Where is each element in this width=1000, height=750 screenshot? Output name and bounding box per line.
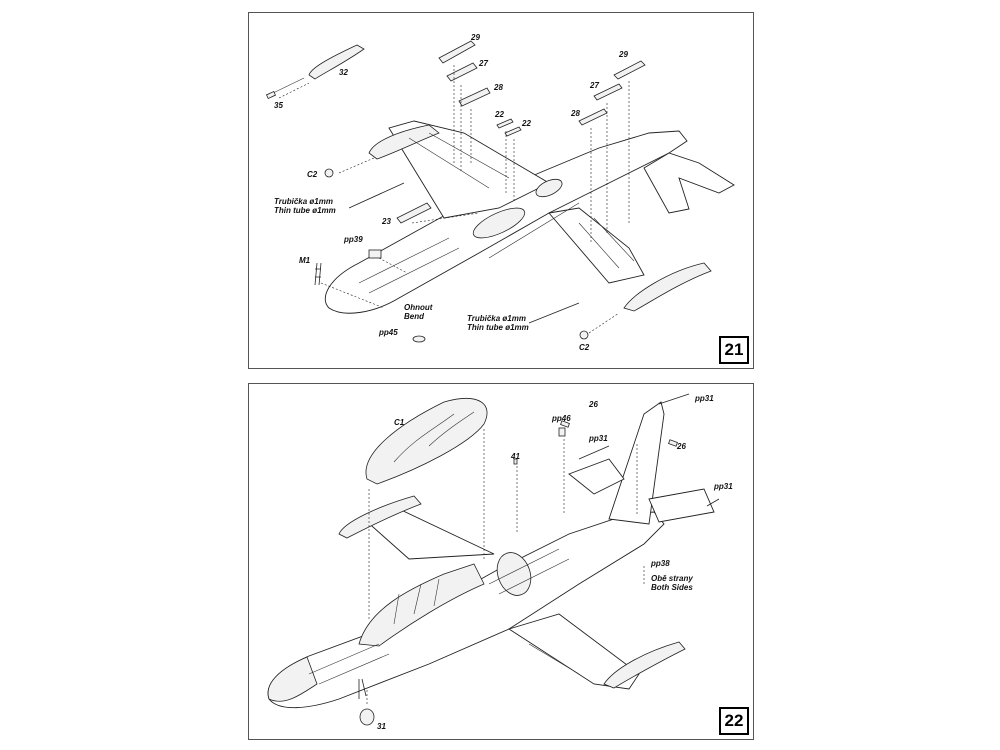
thin-tube-note-left: Trubička ø1mm Thin tube ø1mm: [274, 197, 336, 215]
part-c2-right: [579, 330, 589, 340]
part-m1: [314, 262, 322, 286]
step-21-drawing: [265, 40, 735, 343]
nose-cone: [267, 656, 318, 702]
callout-22-b: 22: [522, 119, 531, 128]
part-29-right: [613, 60, 646, 80]
part-31-wheel: [359, 708, 375, 726]
assembly-step-21-panel: 29 27 28 22 22 29 27 28 32 35 C2 C2 23 p…: [248, 12, 754, 369]
horizontal-stabilizer-right: [648, 488, 715, 523]
part-28-right: [578, 108, 608, 126]
left-tip-tank: [338, 495, 422, 539]
callout-29-right: 29: [619, 50, 628, 59]
part-pp46: [558, 427, 566, 437]
callout-28-left: 28: [494, 83, 503, 92]
cockpit: [358, 563, 485, 647]
thin-tube-right: [528, 302, 580, 324]
step-22-drawing: [267, 393, 720, 726]
part-22a: [496, 118, 514, 129]
callout-c1: C1: [394, 418, 405, 427]
callout-22-a: 22: [495, 110, 504, 119]
part-28-left: [458, 87, 491, 107]
part-26-a: [560, 420, 570, 428]
callout-pp46: pp46: [552, 414, 571, 423]
part-41: [513, 458, 518, 465]
part-c1-canopy: [365, 398, 488, 485]
part-pp45: [412, 335, 426, 343]
callout-23: 23: [382, 217, 391, 226]
callout-26-a: 26: [589, 400, 598, 409]
callout-41: 41: [511, 452, 520, 461]
callout-32: 32: [339, 68, 348, 77]
callout-pp39: pp39: [344, 235, 363, 244]
callout-m1: M1: [299, 256, 311, 265]
callout-pp45: pp45: [379, 328, 398, 337]
part-26-b: [668, 439, 678, 447]
horizontal-stabilizer-left: [568, 458, 625, 495]
part-27-left: [446, 62, 478, 82]
callout-31: 31: [377, 722, 386, 731]
right-wing: [548, 207, 645, 284]
right-tip-tank: [603, 641, 686, 689]
part-pp39: [368, 249, 382, 259]
engine-intake: [496, 552, 532, 596]
callout-27-left: 27: [479, 59, 488, 68]
callout-35: 35: [274, 101, 283, 110]
callout-29-left: 29: [471, 33, 480, 42]
callout-pp31-right: pp31: [714, 482, 733, 491]
callout-pp31-mid: pp31: [589, 434, 608, 443]
thin-tube-left: [348, 182, 405, 209]
callout-26-b: 26: [677, 442, 686, 451]
right-wing: [507, 613, 640, 690]
part-22b: [504, 126, 522, 137]
step-number: 22: [719, 707, 749, 735]
left-wing: [388, 120, 550, 219]
part-35: [265, 90, 277, 100]
callout-c2-left: C2: [307, 170, 318, 179]
callout-28-right: 28: [571, 109, 580, 118]
bend-note: Ohnout Bend: [404, 303, 433, 321]
right-tip-tank: [623, 262, 712, 312]
callout-pp31-top: pp31: [695, 394, 714, 403]
assembly-step-22-panel: C1 41 pp46 26 26 pp31 pp31 pp31 pp38 Obě…: [248, 383, 754, 740]
thin-tube-note-right: Trubička ø1mm Thin tube ø1mm: [467, 314, 529, 332]
part-23: [396, 202, 432, 224]
left-tip-tank: [368, 124, 440, 160]
both-sides-note: Obě strany Both Sides: [651, 574, 693, 592]
part-27-right: [593, 83, 623, 101]
part-29-left: [438, 40, 476, 64]
callout-27-right: 27: [590, 81, 599, 90]
callout-pp38: pp38: [651, 559, 670, 568]
part-32-drop-tank: [308, 44, 365, 80]
step-number: 21: [719, 336, 749, 364]
part-c2-left: [324, 168, 334, 178]
fuselage-fairing: [535, 178, 563, 198]
nose-gear: [358, 678, 367, 699]
vertical-tail: [608, 401, 665, 525]
horizontal-stabilizer: [643, 152, 735, 214]
engine-intake: [472, 207, 526, 239]
callout-c2-right: C2: [579, 343, 590, 352]
